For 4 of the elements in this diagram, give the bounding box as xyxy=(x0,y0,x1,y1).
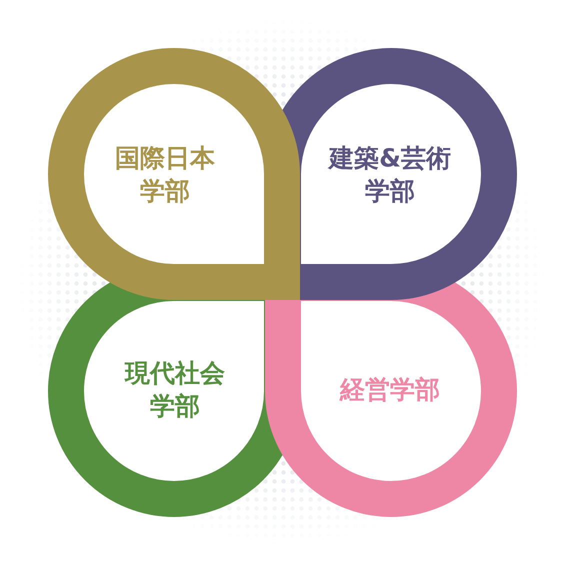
faculty-name: 現代社会学部 xyxy=(124,358,226,422)
faculty-name: 建築&芸術学部 xyxy=(326,142,452,207)
faculty-name: 国際日本学部 xyxy=(114,142,216,207)
faculty-name: 経営学部 xyxy=(338,374,441,406)
